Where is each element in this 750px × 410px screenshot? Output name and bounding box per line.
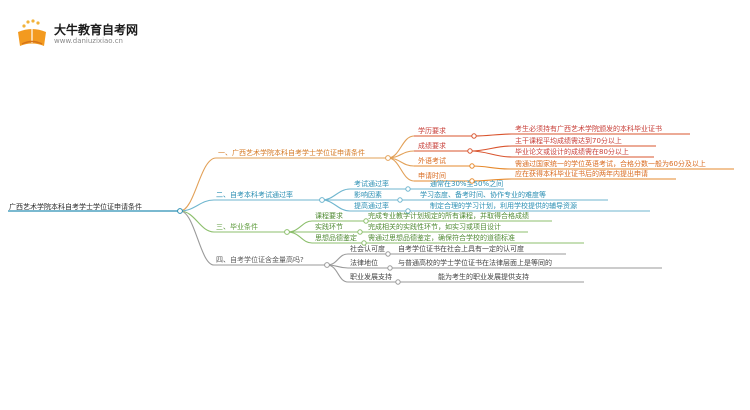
node-pass-rate: 考试通过率 bbox=[354, 179, 389, 188]
detail-social-recognition: 自考学位证书在社会上具有一定的认可度 bbox=[398, 244, 524, 253]
detail-career-support: 能为考生的职业发展提供支持 bbox=[438, 272, 529, 281]
detail-pass-rate: 通常在30%至50%之间 bbox=[430, 179, 503, 188]
collapse-toggle-course[interactable] bbox=[363, 218, 369, 224]
collapse-toggle-language[interactable] bbox=[469, 163, 475, 169]
node-legal-status: 法律地位 bbox=[350, 258, 378, 267]
node-career-support: 职业发展支持 bbox=[350, 272, 392, 281]
collapse-toggle-score[interactable] bbox=[467, 148, 473, 154]
collapse-toggle-legal[interactable] bbox=[387, 265, 393, 271]
root-node: 广西艺术学院本科自考学士学位证申请条件 bbox=[9, 202, 142, 211]
branch-3-label: 三、毕业条件 bbox=[216, 222, 258, 231]
detail-improve-pass-rate: 制定合理的学习计划，利用学校提供的辅导资源 bbox=[430, 201, 577, 210]
node-practice: 实践环节 bbox=[315, 222, 343, 231]
collapse-toggle-career[interactable] bbox=[395, 279, 401, 285]
collapse-toggle-social[interactable] bbox=[385, 251, 391, 257]
detail-score-main-courses: 主干课程平均成绩需达到70分以上 bbox=[515, 136, 622, 145]
node-improve-pass-rate: 提高通过率 bbox=[354, 201, 389, 210]
branch-4-label: 四、自考学位证含金量高吗? bbox=[216, 255, 304, 264]
site-title: 大牛教育自考网 bbox=[54, 23, 139, 37]
node-score-requirement: 成绩要求 bbox=[418, 141, 446, 150]
collapse-toggle-root[interactable] bbox=[177, 208, 183, 214]
node-foreign-language-exam: 外语考试 bbox=[418, 156, 446, 165]
detail-practice: 完成相关的实践性环节，如实习或项目设计 bbox=[368, 222, 501, 231]
detail-application-time: 应在获得本科毕业证书后的两年内提出申请 bbox=[515, 169, 648, 178]
node-course-requirement: 课程要求 bbox=[315, 211, 343, 220]
collapse-toggle-time[interactable] bbox=[469, 178, 475, 184]
detail-foreign-language: 需通过国家统一的学位英语考试，合格分数一般为60分及以上 bbox=[515, 159, 706, 168]
collapse-toggle-moral[interactable] bbox=[361, 240, 367, 246]
detail-legal-status: 与普通高校的学士学位证书在法律层面上是等同的 bbox=[398, 258, 552, 267]
collapse-toggle-branch-2[interactable] bbox=[319, 197, 325, 203]
collapse-toggle-factors[interactable] bbox=[397, 197, 403, 203]
detail-education: 考生必须持有广西艺术学院颁发的本科毕业证书 bbox=[515, 124, 662, 133]
node-influencing-factors: 影响因素 bbox=[354, 190, 382, 199]
collapse-toggle-education[interactable] bbox=[471, 133, 477, 139]
detail-score-thesis: 毕业论文或设计的成绩需在80分以上 bbox=[515, 147, 629, 156]
detail-influencing-factors: 学习态度、备考时间、协作专业的难度等 bbox=[420, 190, 546, 199]
detail-moral-assessment: 需通过思想品德鉴定，确保符合学校的道德标准 bbox=[368, 233, 515, 242]
detail-course-requirement: 完成专业教学计划规定的所有课程，并取得合格成绩 bbox=[368, 211, 529, 220]
node-application-time: 申请时间 bbox=[418, 171, 446, 180]
collapse-toggle-pass-rate[interactable] bbox=[405, 186, 411, 192]
site-logo[interactable]: 大牛教育自考网 www.daniuzixiao.cn bbox=[14, 18, 234, 52]
collapse-toggle-improve[interactable] bbox=[405, 208, 411, 214]
graduation-book-icon bbox=[18, 19, 46, 46]
collapse-toggle-branch-1[interactable] bbox=[385, 155, 391, 161]
node-moral-assessment: 思想品德鉴定 bbox=[315, 233, 357, 242]
branch-2-label: 二、自考本科考试通过率 bbox=[216, 190, 293, 199]
site-url: www.daniuzixiao.cn bbox=[54, 37, 123, 45]
collapse-toggle-practice[interactable] bbox=[357, 229, 363, 235]
node-education-requirement: 学历要求 bbox=[418, 126, 446, 135]
branch-1-label: 一、广西艺术学院本科自考学士学位证申请条件 bbox=[218, 148, 365, 157]
node-social-recognition: 社会认可度 bbox=[350, 244, 385, 253]
collapse-toggle-branch-4[interactable] bbox=[324, 262, 330, 268]
collapse-toggle-branch-3[interactable] bbox=[284, 229, 290, 235]
